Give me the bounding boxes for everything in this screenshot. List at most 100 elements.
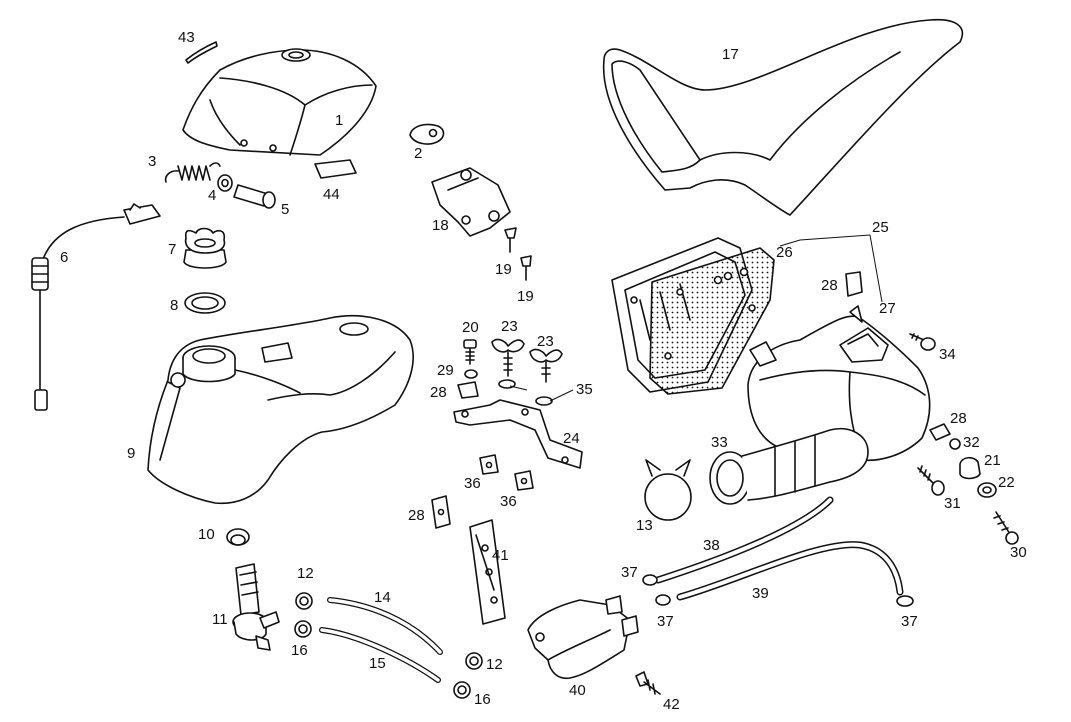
callout-20: 20 (462, 319, 479, 336)
callout-39: 39 (752, 585, 769, 602)
part-17-seat (602, 18, 964, 216)
callout-34: 34 (939, 346, 956, 363)
part-23-wing-screw-a (491, 338, 525, 377)
callout-36-a: 36 (464, 475, 481, 492)
callout-37-c: 37 (901, 613, 918, 630)
part-13-clamp-ring (644, 459, 692, 521)
callout-42: 42 (663, 696, 680, 713)
part-10-hose-clamp (226, 528, 250, 546)
part-44-pad (314, 159, 357, 179)
callout-37-b: 37 (657, 613, 674, 630)
callout-27: 27 (879, 300, 896, 317)
part-28-clip-right (929, 423, 951, 441)
part-18-bracket (431, 167, 511, 237)
part-16-clamp-lower (453, 681, 471, 699)
callout-14: 14 (374, 589, 391, 606)
callout-17: 17 (722, 46, 739, 63)
callout-22: 22 (998, 474, 1015, 491)
part-30-bolt (993, 511, 1019, 545)
callout-23-b: 23 (537, 333, 554, 350)
part-31-screw (917, 465, 945, 496)
callout-13: 13 (636, 517, 653, 534)
part-16-clamp-left (294, 620, 312, 638)
callout-31: 31 (944, 495, 961, 512)
part-5-pin (233, 184, 276, 209)
callout-28-right: 28 (950, 410, 967, 427)
callout-30: 30 (1010, 544, 1027, 561)
callout-21: 21 (984, 452, 1001, 469)
callout-41: 41 (492, 547, 509, 564)
part-37-hose-clamp-a (642, 574, 658, 586)
callout-7: 7 (168, 241, 177, 258)
callout-32: 32 (963, 434, 980, 451)
part-12-clamp-lower (465, 652, 483, 670)
part-29-washer (464, 369, 478, 379)
callout-3: 3 (148, 153, 157, 170)
part-19-screw-a (504, 227, 517, 253)
part-37-hose-clamp-b (655, 594, 671, 606)
part-41-strap (469, 519, 506, 625)
callout-10: 10 (198, 526, 215, 543)
part-38-vent-hose (654, 496, 834, 584)
callout-33: 33 (711, 434, 728, 451)
part-25-filter-element (649, 247, 775, 395)
part-40-fuel-pump (527, 595, 639, 680)
part-6-fuel-gauge-sender (31, 203, 161, 411)
callout-28-upper: 28 (430, 384, 447, 401)
callout-24: 24 (563, 430, 580, 447)
callout-25: 25 (872, 219, 889, 236)
part-42-screw (635, 671, 661, 695)
part-21-cap (959, 456, 981, 480)
callout-23-a: 23 (501, 318, 518, 335)
part-43-trim-strip (185, 41, 218, 64)
leader-lines (509, 234, 883, 402)
part-28-clip-upper (457, 381, 479, 399)
callout-35: 35 (576, 381, 593, 398)
callout-12-lower: 12 (486, 656, 503, 673)
callout-5: 5 (281, 201, 290, 218)
callout-19-a: 19 (495, 261, 512, 278)
part-28-clip-airbox (845, 271, 863, 297)
part-33-intake-duct (709, 428, 869, 505)
callout-28-airbox: 28 (821, 277, 838, 294)
callout-2: 2 (414, 145, 423, 162)
callout-4: 4 (208, 187, 217, 204)
callout-44: 44 (323, 186, 340, 203)
part-8-gasket (184, 292, 226, 314)
callout-37-a: 37 (621, 564, 638, 581)
part-1-tank-cover (182, 48, 377, 156)
callout-12-left: 12 (297, 565, 314, 582)
callout-15: 15 (369, 655, 386, 672)
part-15-fuel-hose (319, 627, 441, 683)
part-7-fuel-cap (183, 227, 227, 269)
part-2-clip (409, 123, 445, 145)
callout-18: 18 (432, 217, 449, 234)
part-36-clip-nut-a (479, 454, 499, 475)
part-20-screw (463, 339, 477, 365)
callout-16-left: 16 (291, 642, 308, 659)
callout-26: 26 (776, 244, 793, 261)
part-12-clamp-left (295, 592, 313, 610)
part-23-wing-screw-b (529, 348, 563, 383)
part-3-spring (164, 162, 221, 183)
callout-1: 1 (335, 112, 344, 129)
part-22-ring (977, 482, 997, 498)
callout-29: 29 (437, 362, 454, 379)
callout-9: 9 (127, 445, 136, 462)
part-19-screw-b (520, 255, 532, 281)
part-11-fuel-tap (232, 563, 280, 651)
callout-6: 6 (60, 249, 69, 266)
part-27-air-box (747, 305, 931, 462)
part-37-hose-clamp-c (896, 595, 914, 607)
part-14-fuel-hose (327, 597, 443, 655)
part-4-bushing (217, 174, 233, 192)
callout-38: 38 (703, 537, 720, 554)
callout-19-b: 19 (517, 288, 534, 305)
part-34-bolt (909, 333, 936, 351)
part-9-fuel-tank (147, 315, 414, 505)
part-36-clip-nut-b (514, 470, 534, 491)
callout-8: 8 (170, 297, 179, 314)
callout-43: 43 (178, 29, 195, 46)
